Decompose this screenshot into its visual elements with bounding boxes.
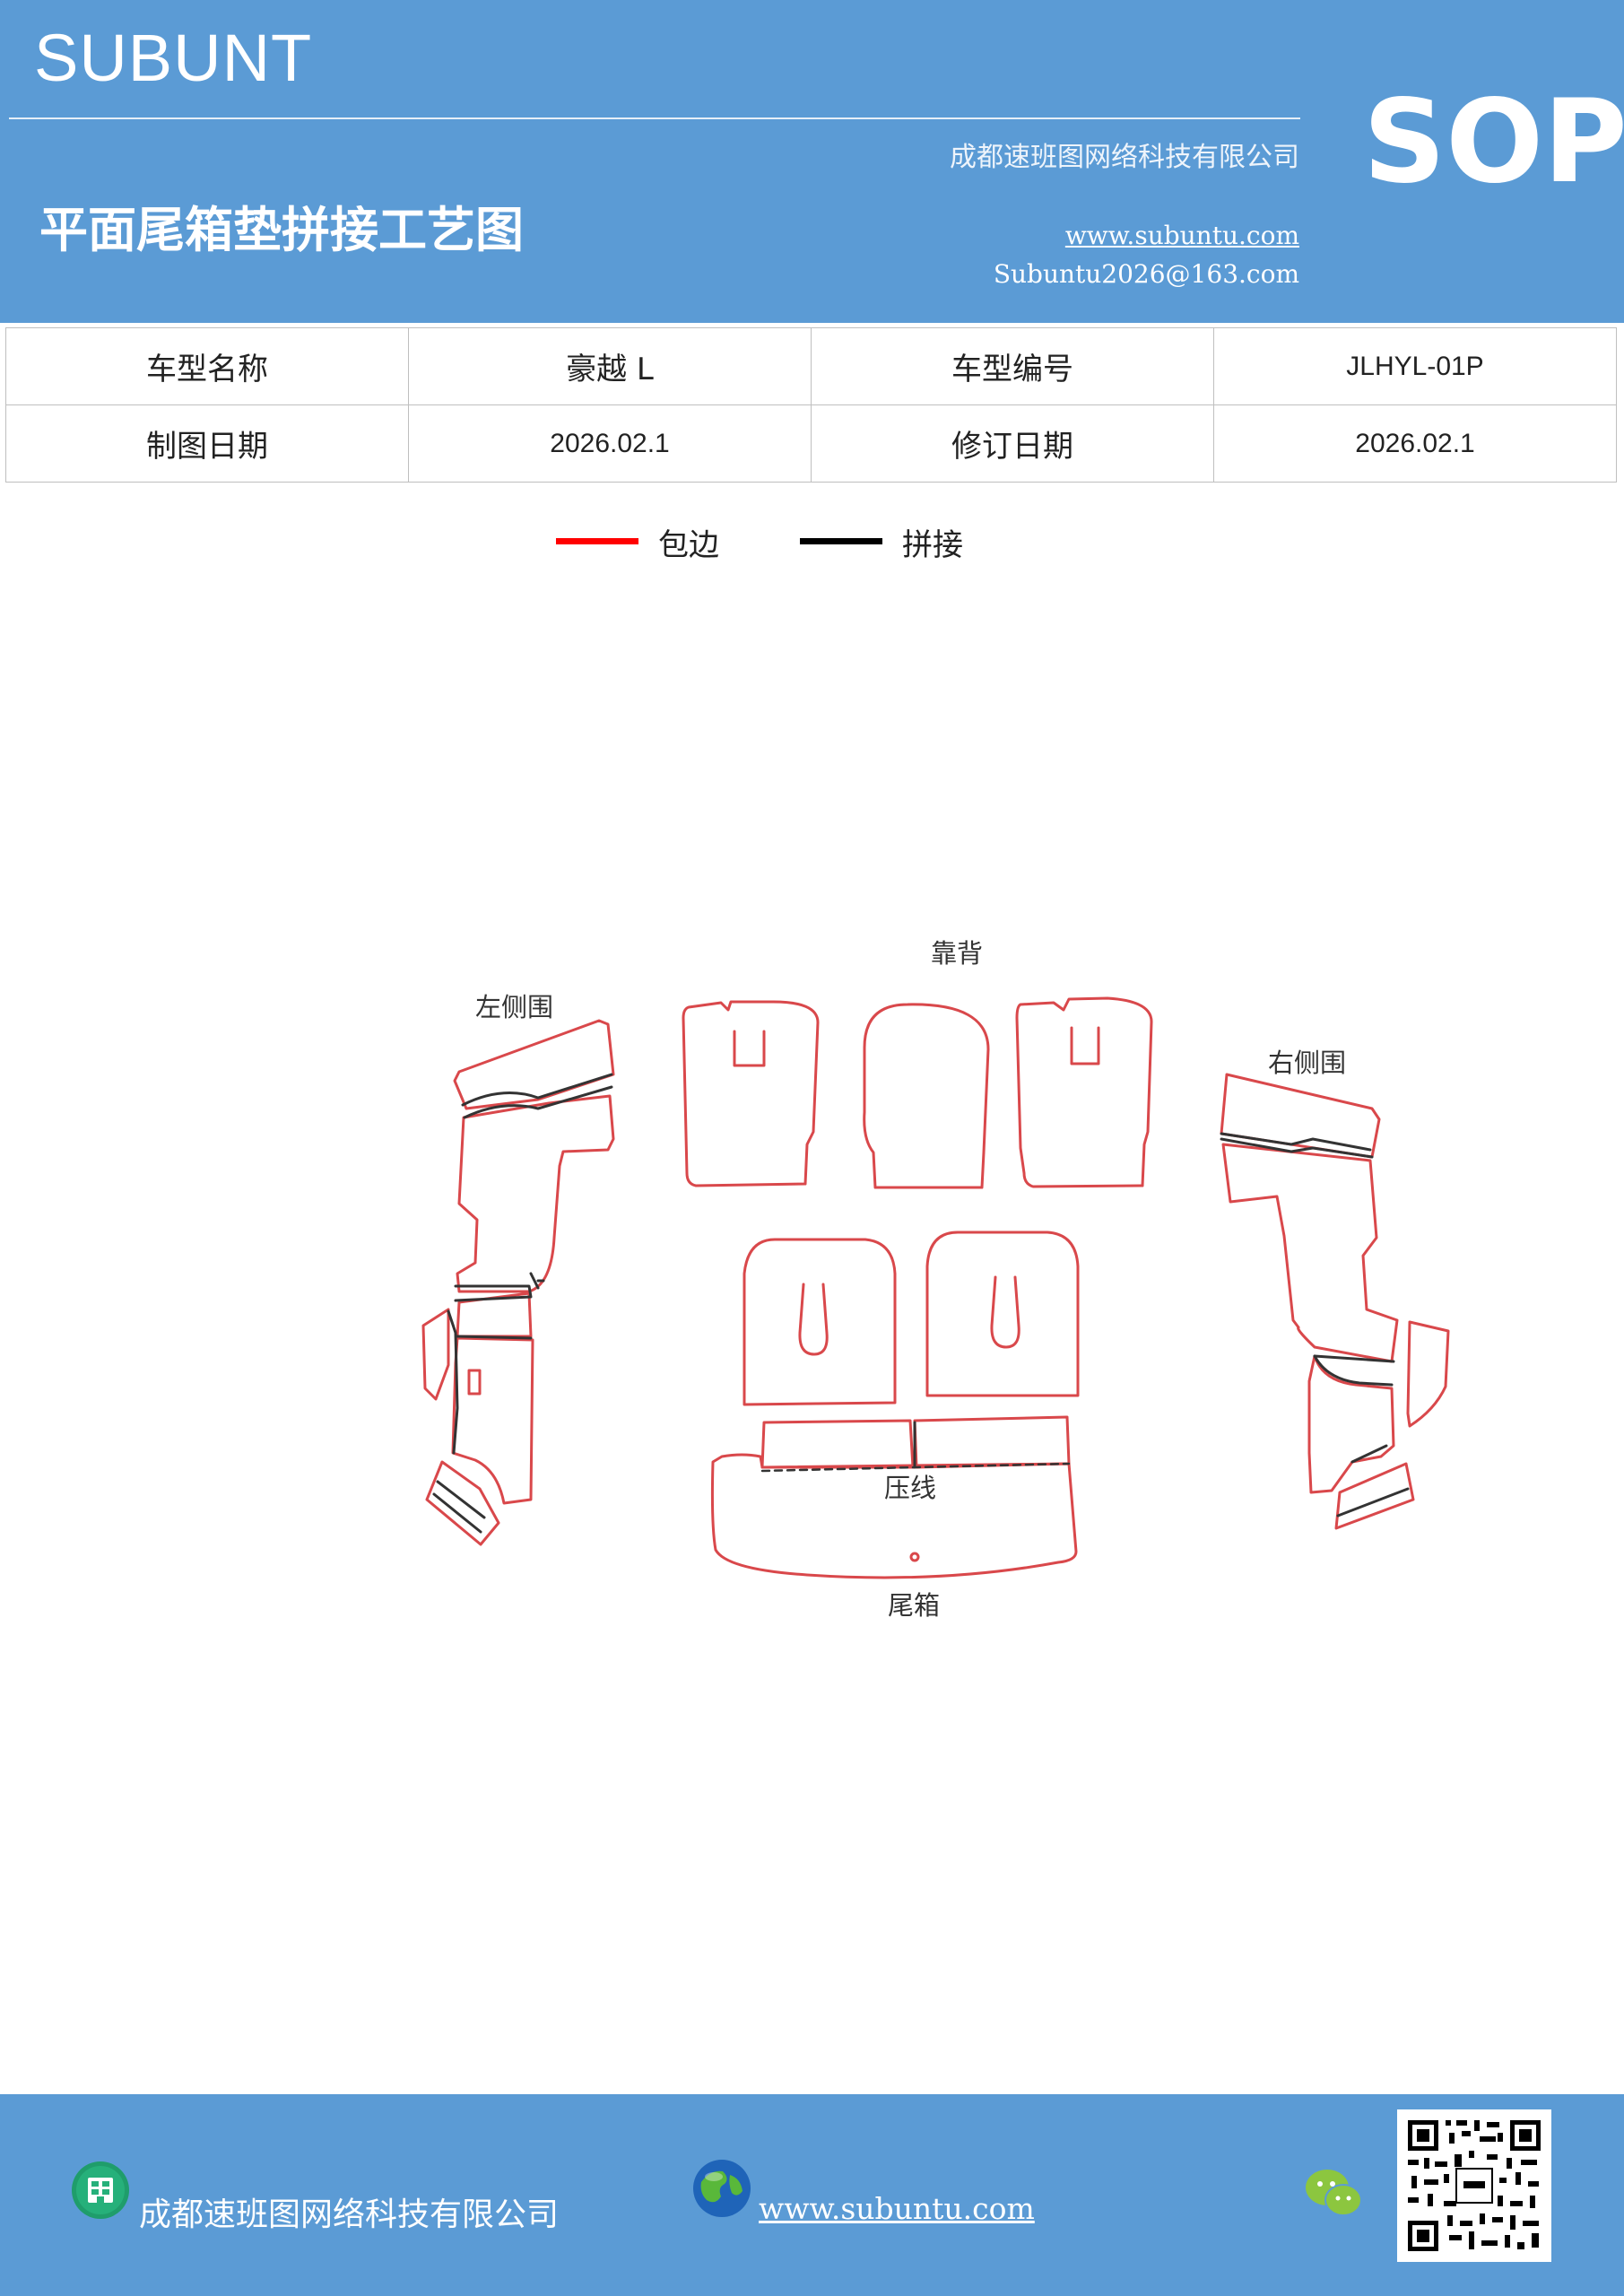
document-title: 平面尾箱垫拼接工艺图: [39, 201, 524, 258]
website-link[interactable]: www.subuntu.com: [1064, 221, 1299, 250]
right-side-top-panel: [1220, 1073, 1381, 1159]
seat-right-panel: [925, 1231, 1080, 1397]
press-line: [760, 1462, 1071, 1473]
seam-right-lower-2: [1350, 1444, 1388, 1464]
legend: 包边 拼接: [0, 520, 1624, 574]
footer-company-name: 成都速班图网络科技有限公司: [139, 2196, 560, 2233]
table-row: 车型名称 豪越 L 车型编号 JLHYL-01P: [5, 327, 1617, 405]
legend-label-seam: 拼接: [902, 527, 963, 563]
table-cell: 车型编号: [811, 327, 1214, 405]
label-right-side: 右侧围: [1268, 1048, 1346, 1078]
table-cell: 修订日期: [811, 404, 1214, 483]
trunk-hole: [909, 1552, 920, 1562]
right-small-strip: [1406, 1320, 1450, 1428]
table-cell: 豪越 L: [408, 327, 812, 405]
header-divider: [9, 117, 1300, 119]
seam-left-lower-2: [456, 1335, 533, 1340]
trunk-strip-right: [913, 1415, 1071, 1469]
table-row: 制图日期 2026.02.1 修订日期 2026.02.1: [5, 404, 1617, 483]
table-cell: JLHYL-01P: [1213, 327, 1617, 405]
brand-name: SUBUNT: [34, 21, 313, 95]
wechat-icon: [1306, 2170, 1362, 2216]
backrest-right-slot: [1070, 1026, 1100, 1065]
trunk-main-panel: [710, 1453, 1078, 1579]
vehicle-info-table: 车型名称 豪越 L 车型编号 JLHYL-01P 制图日期 2026.02.1 …: [5, 327, 1617, 483]
seat-left-panel: [743, 1238, 897, 1406]
email-address: Subuntu2026@163.com: [993, 259, 1299, 289]
seam-right-bottom: [1336, 1487, 1410, 1518]
seam-right-top-2: [1220, 1137, 1374, 1159]
right-lower-main-panel: [1307, 1354, 1395, 1494]
backrest-left-panel: [682, 1000, 820, 1187]
seam-left-lower: [447, 1309, 459, 1455]
splice-diagram: 靠背 左侧围 右侧围 压线 尾箱: [421, 938, 1450, 1621]
seam-left-bottom: [432, 1480, 486, 1534]
left-lower-panel: [456, 1292, 533, 1338]
table-cell: 2026.02.1: [1213, 404, 1617, 483]
footer-banner: 成都速班图网络科技有限公司 www.subuntu.com: [0, 2094, 1624, 2296]
seam-right-top: [1220, 1132, 1372, 1152]
backrest-left-slot: [733, 1030, 766, 1067]
footer-website-link[interactable]: www.subuntu.com: [759, 2191, 1035, 2226]
legend-swatch-seam: [800, 538, 882, 544]
backrest-middle-panel: [863, 1003, 990, 1189]
label-trunk: 尾箱: [888, 1590, 940, 1621]
globe-icon: [693, 2160, 751, 2217]
seam-right-lower: [1313, 1354, 1394, 1387]
label-press-line: 压线: [884, 1473, 936, 1503]
seat-right-slot: [990, 1275, 1020, 1349]
qr-code[interactable]: [1397, 2109, 1551, 2262]
left-side-main-panel: [456, 1094, 615, 1293]
seam-left-mid: [454, 1284, 533, 1302]
seam-left-top: [461, 1073, 613, 1107]
label-backrest: 靠背: [931, 938, 983, 969]
left-lower-small-panel: [421, 1308, 450, 1401]
table-cell: 制图日期: [5, 404, 409, 483]
seam-right-mid: [1313, 1354, 1395, 1363]
sop-badge: SOP: [1363, 75, 1624, 209]
label-left-side: 左侧围: [475, 992, 553, 1022]
left-lower-main-panel: [451, 1336, 534, 1505]
left-bottom-panel: [425, 1460, 500, 1546]
table-cell: 2026.02.1: [408, 404, 812, 483]
seam-left-tick: [529, 1272, 545, 1290]
legend-label-edge: 包边: [658, 527, 719, 563]
legend-swatch-edge: [556, 538, 638, 544]
left-lower-cutout: [467, 1369, 482, 1396]
trunk-strip-left: [760, 1419, 915, 1469]
seam-left-top-2: [463, 1085, 613, 1119]
company-name: 成都速班图网络科技有限公司: [950, 142, 1299, 173]
building-icon: [72, 2161, 129, 2219]
right-side-main-panel: [1221, 1143, 1399, 1363]
table-cell: 车型名称: [5, 327, 409, 405]
header-banner: SUBUNT 成都速班图网络科技有限公司 平面尾箱垫拼接工艺图 www.subu…: [0, 0, 1624, 323]
seat-left-slot: [798, 1283, 829, 1356]
right-bottom-panel: [1334, 1462, 1415, 1530]
backrest-right-panel: [1015, 996, 1153, 1188]
